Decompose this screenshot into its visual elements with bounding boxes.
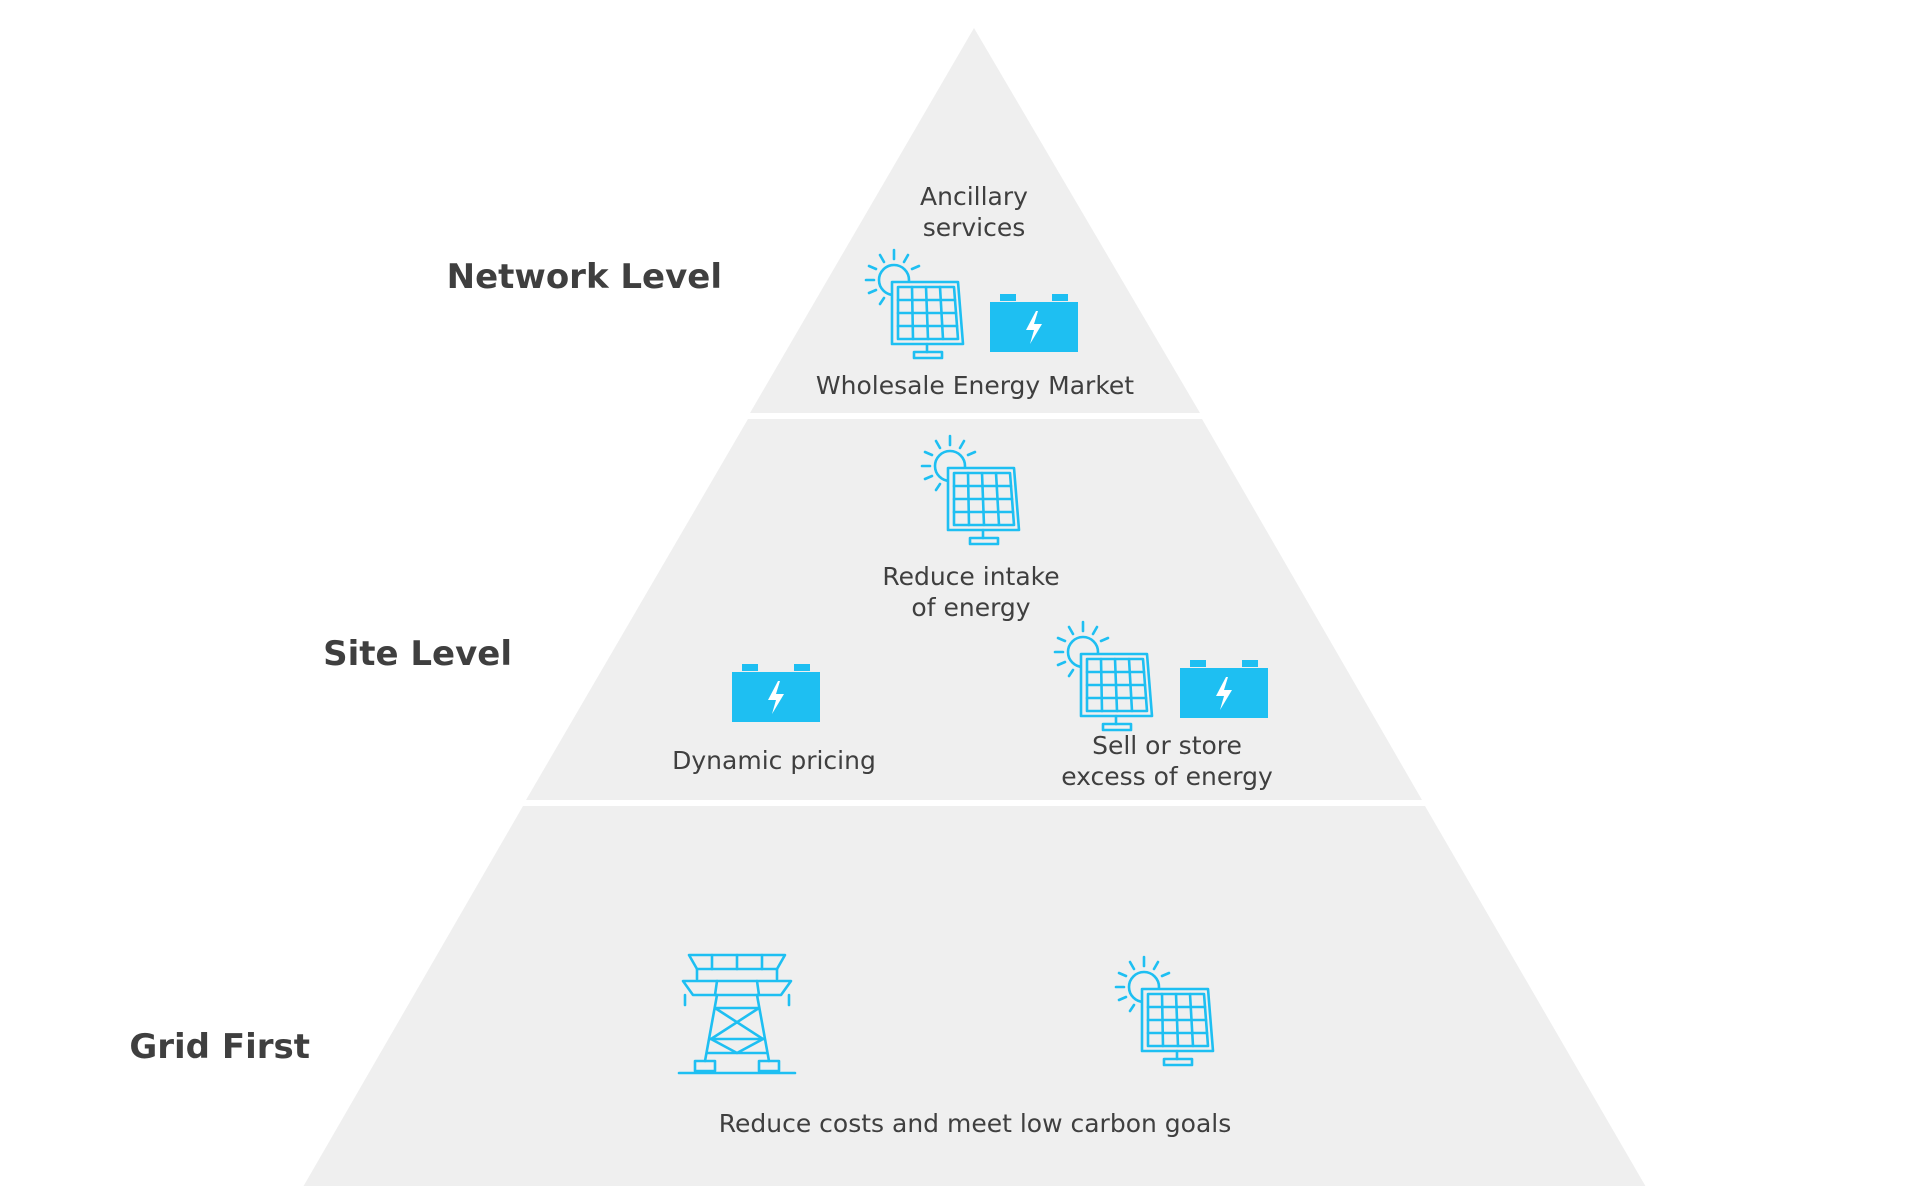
battery-icon [732,664,820,722]
tier-grid [303,806,1646,1186]
tier-network [750,28,1200,413]
reduce-intake-caption-line1: Reduce intake [882,562,1059,591]
ancillary-services-caption-line1: Ancillary [920,182,1028,211]
reduce-costs-caption: Reduce costs and meet low carbon goals [719,1109,1232,1138]
grid-first-label: Grid First [129,1027,310,1067]
dynamic-pricing-caption: Dynamic pricing [672,746,876,775]
sell-or-store-caption-line2: excess of energy [1061,762,1273,791]
battery-icon [990,294,1078,352]
site-level-label: Site Level [323,634,512,674]
sell-or-store-caption-line1: Sell or store [1092,731,1242,760]
wholesale-energy-market-caption: Wholesale Energy Market [816,371,1134,400]
ancillary-services-caption-line2: services [923,213,1026,242]
reduce-intake-caption-line2: of energy [911,593,1030,622]
network-level-label: Network Level [447,257,722,297]
battery-icon [1180,660,1268,718]
